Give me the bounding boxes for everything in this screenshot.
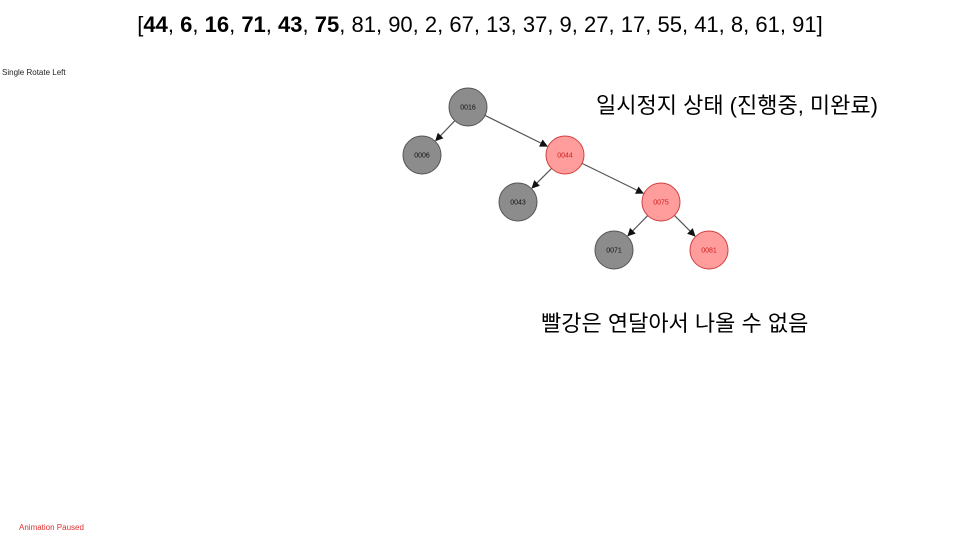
sequence-separator: , xyxy=(437,12,450,37)
tree-edge xyxy=(435,120,456,142)
black-node: 0006 xyxy=(402,135,442,175)
node-label: 0006 xyxy=(414,153,430,160)
sequence-separator: , xyxy=(645,12,658,37)
node-circle xyxy=(448,87,488,127)
sequence-separator: , xyxy=(743,12,756,37)
sequence-item: 90 xyxy=(388,12,413,37)
node-label: 0016 xyxy=(460,105,476,112)
sequence-separator: , xyxy=(339,12,352,37)
note-text: 빨강은 연달아서 나올 수 없음 xyxy=(541,311,809,336)
tree-edge xyxy=(531,168,552,189)
status-text: 일시정지 상태 (진행중, 미완료) xyxy=(596,93,878,118)
sequence-separator: , xyxy=(473,12,487,37)
node-circle xyxy=(402,135,442,175)
sequence-item: 61 xyxy=(755,12,780,37)
sequence-item: 55 xyxy=(657,12,682,37)
sequence-item: 75 xyxy=(314,12,340,37)
sequence-separator: , xyxy=(229,12,242,37)
sequence-item: 27 xyxy=(584,12,609,37)
sequence-item: 81 xyxy=(351,12,376,37)
sequence-item: 71 xyxy=(241,12,266,37)
node-label: 0043 xyxy=(510,200,526,207)
red-node: 0044 xyxy=(545,135,585,175)
tree-nodes: 0016 0006 0044 0043 0075 0071 0081 xyxy=(402,87,729,270)
sequence-separator: , xyxy=(167,12,181,37)
sequence-item: 37 xyxy=(522,12,548,37)
tree-edge xyxy=(627,215,649,237)
node-label: 0044 xyxy=(557,153,573,160)
sequence-separator: , xyxy=(681,12,695,37)
sequence-separator: , xyxy=(375,12,389,37)
tree-edge xyxy=(674,215,696,237)
black-node: 0016 xyxy=(448,87,488,127)
sequence-open-bracket: [ xyxy=(137,12,144,37)
sequence-item: 9 xyxy=(559,12,572,37)
node-circle xyxy=(545,135,585,175)
sequence-item: 17 xyxy=(620,12,646,37)
insert-sequence: [44, 6, 16, 71, 43, 75, 81, 90, 2, 67, 1… xyxy=(0,12,960,38)
black-node: 0043 xyxy=(498,182,538,222)
sequence-separator: , xyxy=(571,12,585,37)
sequence-item: 13 xyxy=(486,12,511,37)
sequence-item: 16 xyxy=(204,12,230,37)
sequence-separator: , xyxy=(265,12,279,37)
black-node: 0071 xyxy=(594,230,634,270)
tree-edge xyxy=(581,162,644,194)
tree-edge xyxy=(484,114,548,147)
sequence-item: 6 xyxy=(180,12,193,37)
sequence-close-bracket: ] xyxy=(816,12,823,37)
animation-status: Animation Paused xyxy=(19,523,84,532)
sequence-items: 44, 6, 16, 71, 43, 75, 81, 90, 2, 67, 13… xyxy=(143,12,816,37)
sequence-item: 44 xyxy=(143,12,168,37)
sequence-separator: , xyxy=(608,12,621,37)
node-circle xyxy=(498,182,538,222)
sequence-separator: , xyxy=(547,12,560,37)
sequence-separator: , xyxy=(510,12,523,37)
sequence-separator: , xyxy=(302,12,315,37)
red-node: 0075 xyxy=(641,182,681,222)
red-node: 0081 xyxy=(689,230,729,270)
sequence-separator: , xyxy=(718,12,731,37)
node-label: 0081 xyxy=(701,248,717,255)
operation-label: Single Rotate Left xyxy=(2,68,66,77)
sequence-item: 8 xyxy=(730,12,744,37)
sequence-item: 67 xyxy=(449,12,474,37)
sequence-separator: , xyxy=(412,12,425,37)
node-circle xyxy=(641,182,681,222)
sequence-item: 43 xyxy=(278,12,303,37)
sequence-separator: , xyxy=(192,12,205,37)
node-circle xyxy=(689,230,729,270)
sequence-separator: , xyxy=(779,12,793,37)
sequence-item: 91 xyxy=(792,12,817,37)
node-label: 0075 xyxy=(653,200,669,207)
node-label: 0071 xyxy=(606,248,622,255)
node-circle xyxy=(594,230,634,270)
tree-edges xyxy=(435,114,696,237)
sequence-item: 2 xyxy=(424,12,438,37)
sequence-item: 41 xyxy=(694,12,719,37)
